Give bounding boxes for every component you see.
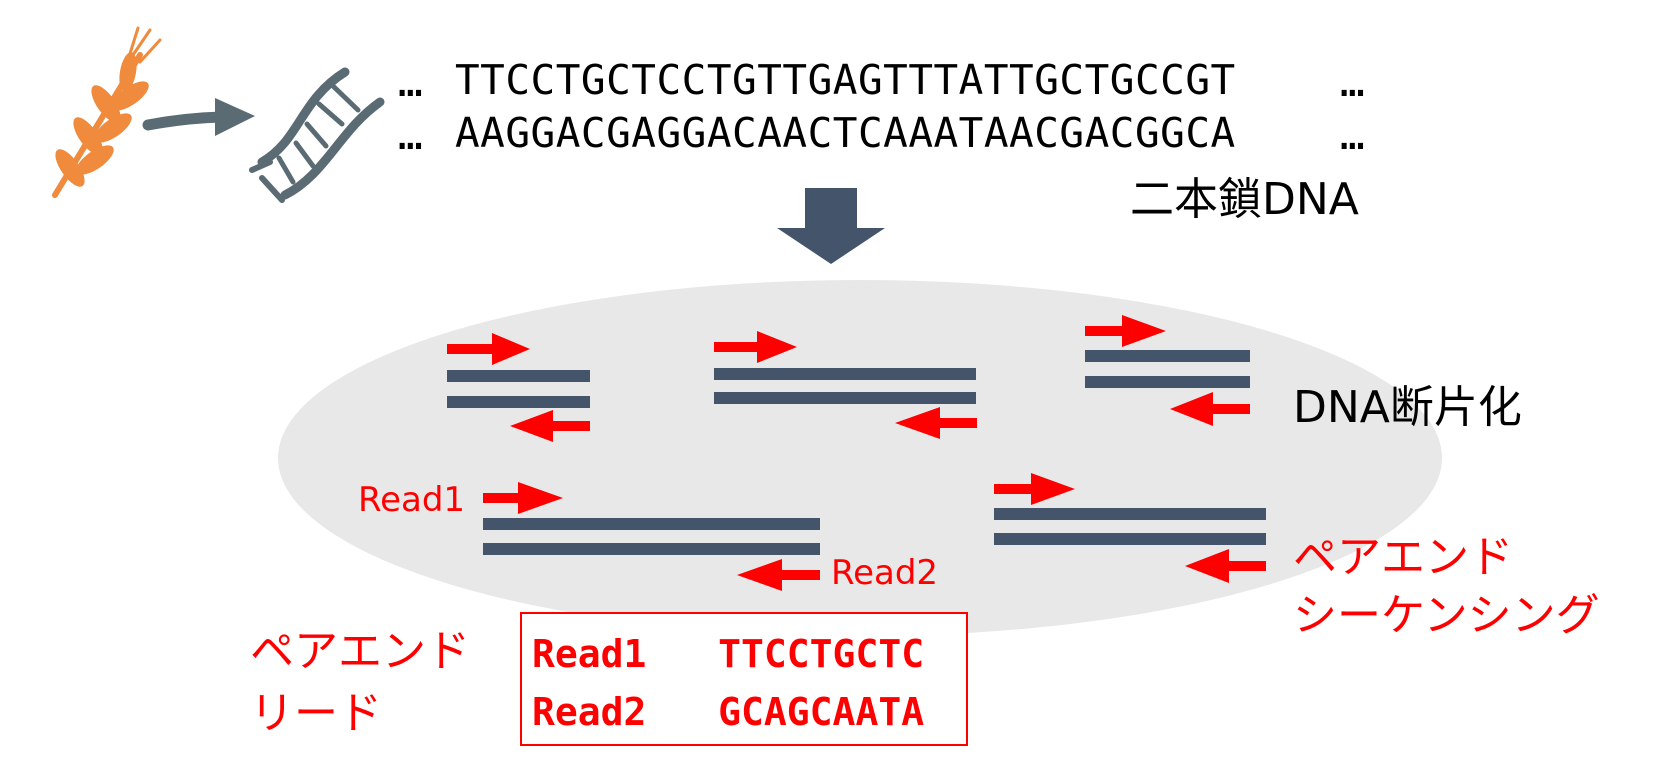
sequence-bottom-leading-ellipsis: … bbox=[398, 111, 423, 159]
read2-name: Read2 bbox=[532, 690, 647, 734]
read1-sequence: TTCCTGCTC bbox=[718, 632, 925, 676]
paired-end-reads-label-line2: リード bbox=[250, 688, 382, 739]
sequence-strand-top: TTCCTGCTCCTGTTGAGTTTATTGCTGCCGT bbox=[455, 56, 1236, 104]
sequence-strand-bottom: AAGGACGAGGACAACTCAAATAACGACGGCA bbox=[455, 109, 1236, 157]
dna-fragment-4 bbox=[483, 482, 820, 591]
paired-reads-box: Read1 TTCCTGCTC Read2 GCAGCAATA bbox=[520, 612, 968, 746]
paired-end-reads-label-line1: ペアエンド bbox=[250, 626, 470, 677]
read2-sequence-row: Read2 GCAGCAATA bbox=[532, 690, 924, 734]
dna-fragmentation-label: DNA断片化 bbox=[1293, 382, 1522, 433]
read2-label: Read2 bbox=[831, 553, 939, 593]
dna-fragment-5 bbox=[994, 473, 1266, 583]
sequence-bottom-trailing-ellipsis: … bbox=[1340, 111, 1365, 159]
wheat-icon bbox=[52, 26, 162, 198]
dna-helix-icon bbox=[249, 67, 385, 203]
read2-sequence: GCAGCAATA bbox=[718, 690, 925, 734]
dna-fragment-3 bbox=[1085, 315, 1250, 426]
read1-label: Read1 bbox=[358, 480, 466, 520]
double-strand-dna-label: 二本鎖DNA bbox=[1130, 174, 1359, 225]
wheat-to-dna-arrow bbox=[142, 98, 255, 136]
dna-fragment-1 bbox=[447, 333, 590, 442]
process-down-arrow bbox=[777, 188, 885, 264]
paired-end-sequencing-label-line1: ペアエンド bbox=[1293, 532, 1513, 583]
read1-sequence-row: Read1 TTCCTGCTC bbox=[532, 632, 924, 676]
sequence-top-trailing-ellipsis: … bbox=[1340, 58, 1365, 106]
sequence-top-leading-ellipsis: … bbox=[398, 58, 423, 106]
read1-name: Read1 bbox=[532, 632, 647, 676]
dna-fragment-2 bbox=[714, 331, 977, 439]
paired-end-sequencing-label-line2: シーケンシング bbox=[1293, 590, 1600, 641]
